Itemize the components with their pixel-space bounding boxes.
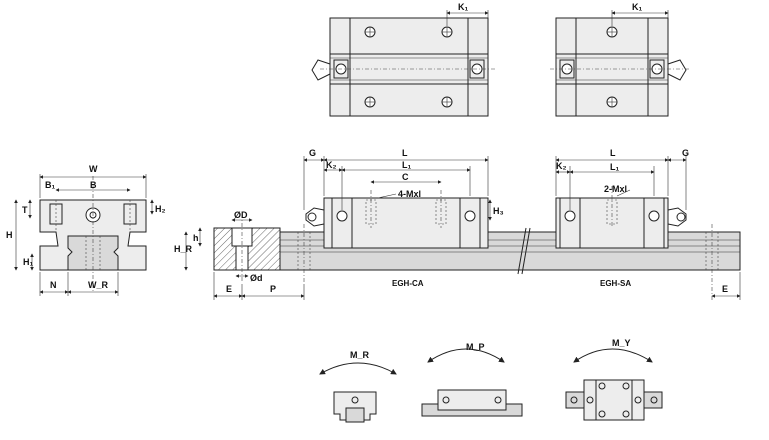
b1-label: B₁ xyxy=(45,180,55,190)
side-view: EGH-CA EGH-SA G L L₁ K₂ C 4-Mxl H₃ xyxy=(174,148,741,300)
k1-label-ca: K₁ xyxy=(458,2,468,12)
caption-egh-ca: EGH-CA xyxy=(392,279,424,288)
c-label: C xyxy=(402,172,409,182)
d-small-label: Ød xyxy=(250,273,263,283)
l1-label-sa: L₁ xyxy=(610,162,619,172)
h2-label: H₂ xyxy=(155,204,166,214)
h-label: H xyxy=(6,230,13,240)
hr-label: H_R xyxy=(174,244,193,254)
n-label: N xyxy=(50,280,57,290)
e-label-right: E xyxy=(722,284,728,294)
d-big-label: ØD xyxy=(234,210,248,220)
t-label: T xyxy=(22,205,28,215)
front-view: W B B₁ T H H₁ H₂ N W_R xyxy=(6,164,166,296)
g-label-sa: G xyxy=(682,148,689,158)
moment-mp: M_P xyxy=(421,342,523,417)
h-small-label: h xyxy=(193,233,199,243)
h1-label: H₁ xyxy=(23,257,33,267)
mp-label: M_P xyxy=(466,342,485,352)
e-label-left: E xyxy=(226,284,232,294)
moment-mr: M_R xyxy=(319,350,397,423)
l1-label-ca: L₁ xyxy=(402,160,411,170)
l-label-ca: L xyxy=(402,148,408,158)
g-label-ca: G xyxy=(309,148,316,158)
mxl2-label: 2-Mxl xyxy=(604,184,627,194)
b-label: B xyxy=(90,180,97,190)
wr-label: W_R xyxy=(88,280,109,290)
my-label: M_Y xyxy=(612,338,631,348)
mxl4-label: 4-Mxl xyxy=(398,189,421,199)
k1-label-sa: K₁ xyxy=(632,2,642,12)
k2-label-ca: K₂ xyxy=(326,160,337,170)
h3-label: H₃ xyxy=(493,206,504,216)
p-label: P xyxy=(270,284,276,294)
moment-my: M_Y xyxy=(565,338,663,421)
l-label-sa: L xyxy=(610,148,616,158)
w-label: W xyxy=(89,164,98,174)
top-view-sa: K₁ xyxy=(550,2,690,117)
k2-label-sa: K₂ xyxy=(556,161,567,171)
caption-egh-sa: EGH-SA xyxy=(600,279,631,288)
mr-label: M_R xyxy=(350,350,370,360)
top-view-ca: K₁ xyxy=(311,2,495,117)
